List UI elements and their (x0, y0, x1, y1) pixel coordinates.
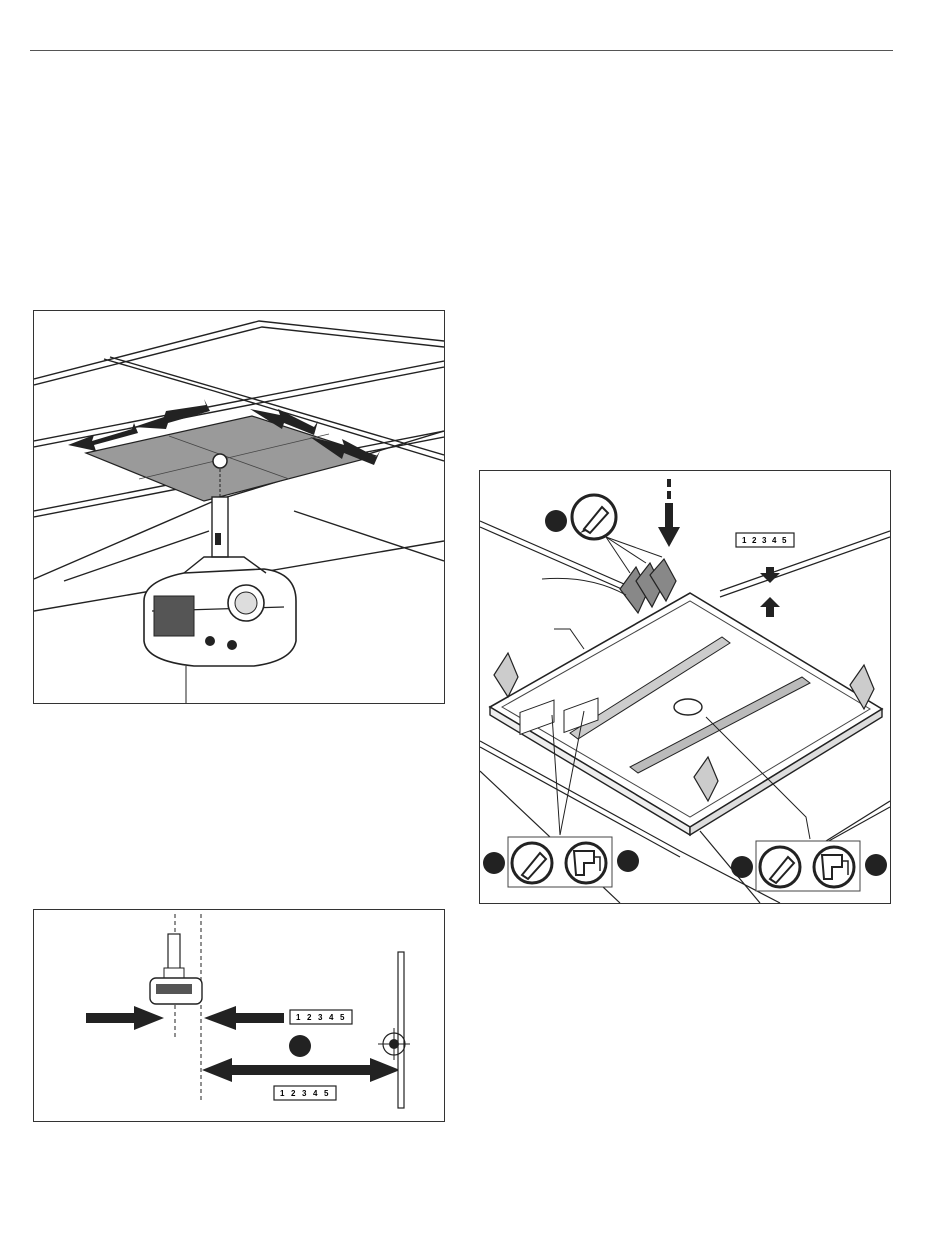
mounting-pole (212, 497, 228, 557)
ruler-digit: 5 (340, 1013, 345, 1022)
projector-icon (150, 934, 202, 1004)
ruler-digit: 3 (762, 536, 767, 545)
ruler-icon: 1 2 3 4 5 (274, 1086, 336, 1100)
measure-arrows (202, 1058, 400, 1082)
ceiling-grid-illustration (34, 311, 444, 703)
step-marker (865, 854, 887, 876)
step-marker (483, 852, 505, 874)
arrow-down-icon (658, 479, 680, 547)
ruler-digit: 3 (318, 1013, 323, 1022)
pencil-icon (512, 843, 552, 883)
offset-measurement-figure: 1 2 3 4 5 1 2 3 4 5 (33, 909, 445, 1122)
ruler-digit: 2 (752, 536, 757, 545)
frame-installation-figure: 1 2 3 4 5 (479, 470, 891, 904)
ceiling-mount-figure (33, 310, 445, 704)
arrow-compress-down-icon (760, 567, 780, 583)
ruler-digit: 4 (313, 1089, 318, 1098)
ruler-digit: 5 (324, 1089, 329, 1098)
ruler-icon: 1 2 3 4 5 (290, 1010, 352, 1024)
step-marker (731, 856, 753, 878)
ruler-digit: 4 (329, 1013, 334, 1022)
ruler-digit: 4 (772, 536, 777, 545)
step-marker (545, 510, 567, 532)
center-mount-plate (213, 454, 227, 468)
drill-icon (566, 843, 606, 883)
ruler-digit: 1 (280, 1089, 285, 1098)
ruler-icon: 1 2 3 4 5 (736, 533, 794, 547)
header-rule (30, 50, 893, 51)
ruler-digit: 3 (302, 1089, 307, 1098)
drill-icon (814, 847, 854, 887)
ruler-digit: 2 (307, 1013, 312, 1022)
arrow-left-icon (204, 1006, 284, 1030)
mounting-frame (490, 593, 882, 835)
arrow-right-icon (86, 1006, 164, 1030)
pencil-icon (760, 847, 800, 887)
arrow-top-left-icon (134, 399, 210, 429)
offset-illustration: 1 2 3 4 5 1 2 3 4 5 (34, 910, 444, 1121)
ruler-digit: 1 (742, 536, 747, 545)
projector-icon (144, 557, 296, 703)
screen-edge (398, 952, 404, 1108)
pencil-icon (572, 495, 616, 539)
crosshair-target-icon (378, 1028, 410, 1060)
step-marker (617, 850, 639, 872)
ruler-digit: 5 (782, 536, 787, 545)
ruler-digit: 1 (296, 1013, 301, 1022)
frame-illustration: 1 2 3 4 5 (480, 471, 890, 903)
ruler-digit: 2 (291, 1089, 296, 1098)
step-marker (289, 1035, 311, 1057)
arrow-compress-up-icon (760, 597, 780, 617)
